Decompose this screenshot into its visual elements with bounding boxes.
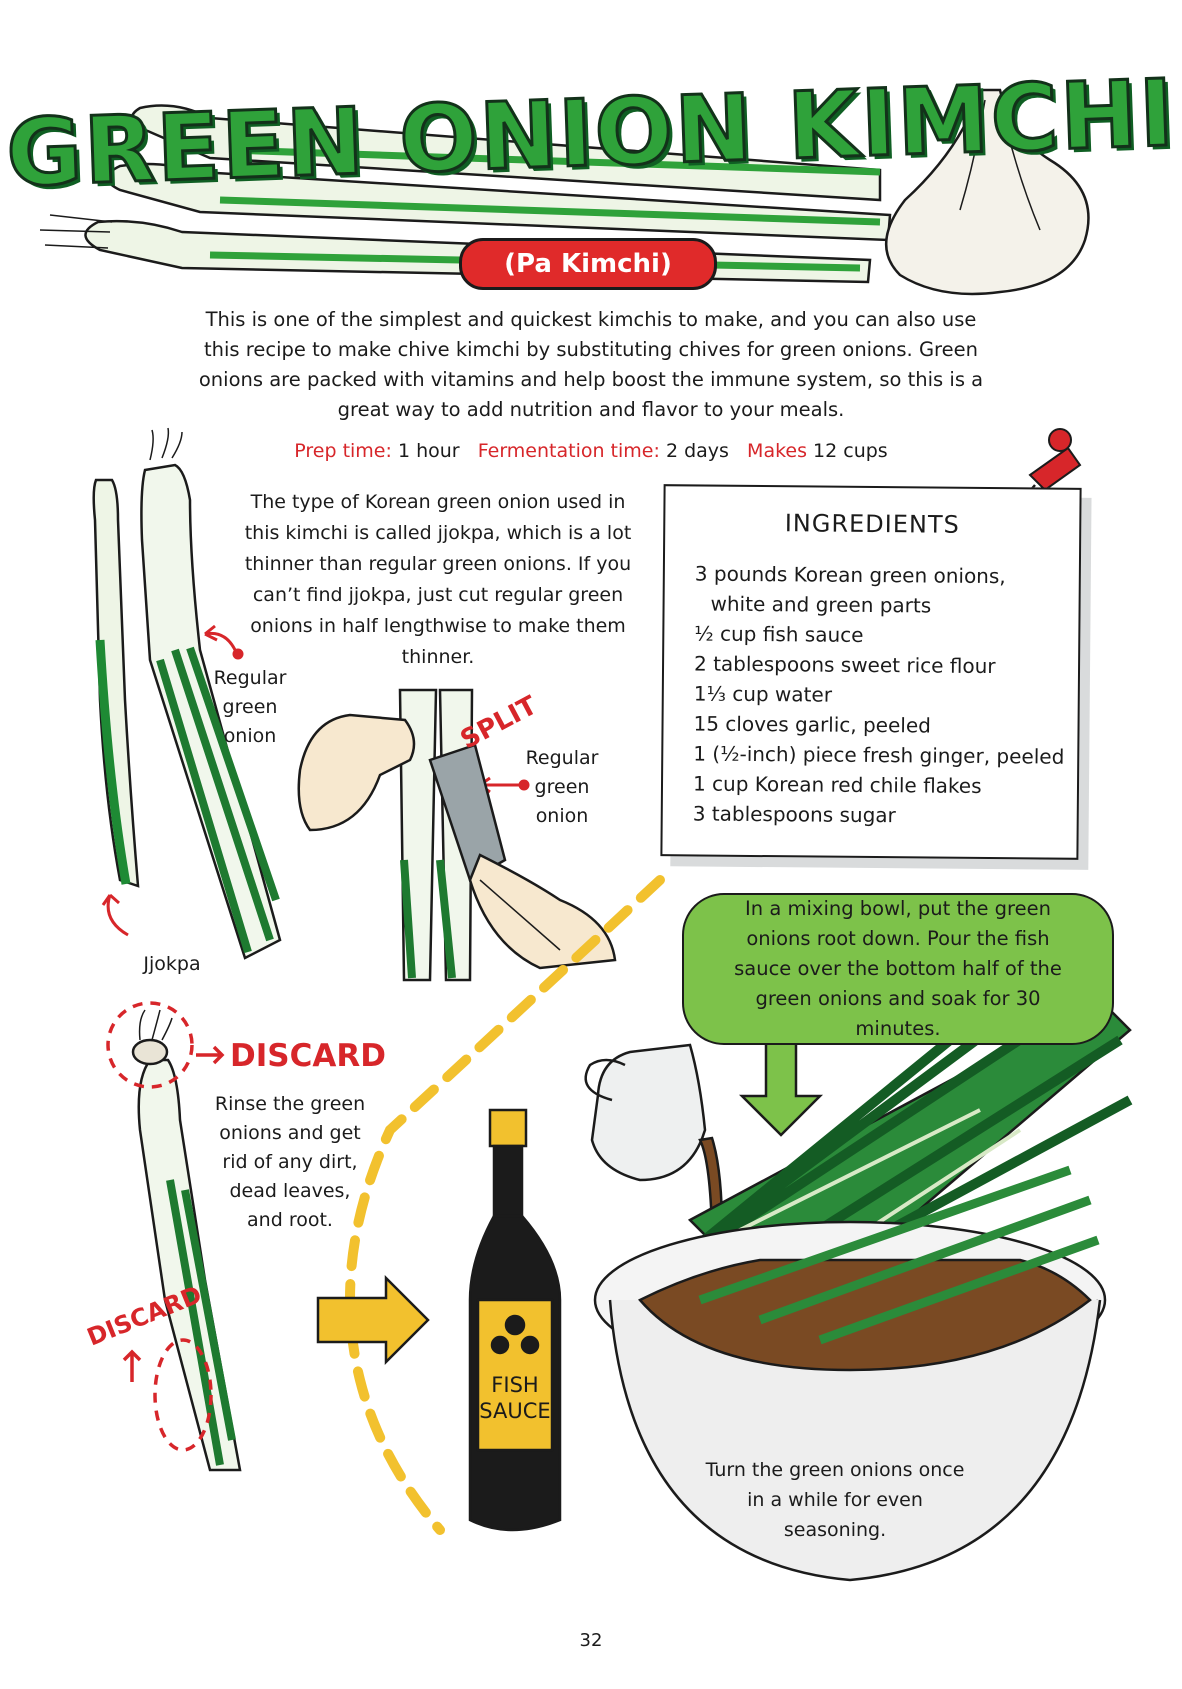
pitcher-pouring-illustration xyxy=(584,1043,724,1232)
jjokpa-and-regular-onion-illustration xyxy=(92,427,282,960)
yellow-dashed-path xyxy=(345,875,665,1535)
yellow-arrow-icon xyxy=(316,1274,430,1366)
hands-splitting-onion-illustration xyxy=(297,688,617,982)
makes-label: Makes xyxy=(747,440,807,462)
bubble-note: In a mixing bowl, put the green onions r… xyxy=(734,897,1062,1040)
ingredient-item: 15 cloves garlic, peeled xyxy=(693,711,932,738)
page-number: 32 xyxy=(579,1630,603,1651)
subtitle: (Pa Kimchi) xyxy=(504,249,672,279)
bowl-with-green-onions-illustration xyxy=(593,995,1133,1582)
ingredients-list: 3 pounds Korean green onions, white and … xyxy=(693,558,1066,831)
jjokpa-note: The type of Korean green onion used in t… xyxy=(244,491,632,668)
ingredients-card: INGREDIENTS 3 pounds Korean green onions… xyxy=(660,484,1082,860)
bubble-down-arrow-icon xyxy=(738,1038,824,1137)
red-pushpin-icon xyxy=(1017,428,1082,506)
ingredients-title: INGREDIENTS xyxy=(784,509,960,539)
subtitle-badge: (Pa Kimchi) xyxy=(459,238,717,290)
discard-label-top: DISCARD xyxy=(230,1038,386,1074)
regular-green-onion-label-right: Regular green onion xyxy=(525,747,599,827)
garlic-illustration xyxy=(885,88,1090,296)
makes-value: 12 cups xyxy=(813,440,888,462)
regular-green-onion-label-left: Regular green onion xyxy=(213,667,287,747)
instruction-speech-bubble: In a mixing bowl, put the green onions r… xyxy=(682,893,1114,1045)
discard-arrows xyxy=(122,1045,225,1382)
fermentation-time-label: Fermentation time: xyxy=(477,440,660,462)
rinse-onion-illustration xyxy=(131,1009,242,1472)
ingredient-item: 1⅓ cup water xyxy=(693,681,833,707)
intro-paragraph: This is one of the simplest and quickest… xyxy=(198,308,984,421)
discard-dashed-circles xyxy=(106,1001,213,1452)
jjokpa-label: Jjokpa xyxy=(143,953,201,975)
fish-sauce-bottle-label: FISH SAUCE xyxy=(479,1373,551,1423)
ingredient-item: ½ cup fish sauce xyxy=(694,621,864,647)
ingredient-item: white and green parts xyxy=(710,591,932,618)
fermentation-time-value: 2 days xyxy=(665,440,729,462)
prep-time-value: 1 hour xyxy=(397,440,460,462)
ingredient-item: 3 pounds Korean green onions, xyxy=(694,561,1006,589)
turn-note: Turn the green onions once in a while fo… xyxy=(705,1459,965,1541)
ingredient-item: 2 tablespoons sweet rice flour xyxy=(693,651,996,679)
rinse-note: Rinse the green onions and get rid of an… xyxy=(214,1093,366,1231)
fish-sauce-bottle-illustration xyxy=(468,1108,562,1532)
recipe-meta: Prep time: 1 hour Fermentation time: 2 d… xyxy=(190,440,992,462)
ingredient-item: 1 cup Korean red chile flakes xyxy=(692,771,982,798)
ingredient-item: 1 (½-inch) piece fresh ginger, peeled xyxy=(693,741,1065,769)
prep-time-label: Prep time: xyxy=(294,440,392,462)
ingredient-item: 3 tablespoons sugar xyxy=(692,801,896,828)
